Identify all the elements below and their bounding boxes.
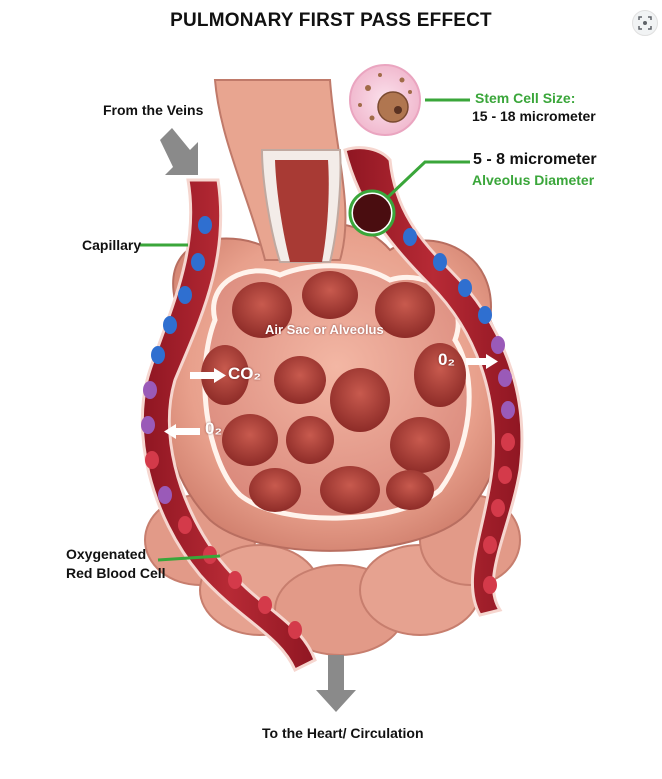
air-sac-label: Air Sac or Alveolus (265, 322, 384, 337)
diagram-title: PULMONARY FIRST PASS EFFECT (170, 10, 492, 31)
vessel-cross-section (351, 192, 393, 234)
gas-exchange-arrows (164, 354, 498, 439)
alveolar-pockets (201, 271, 466, 514)
from-veins-label: From the Veins (103, 102, 204, 118)
o2-right-label: 0₂ (438, 350, 456, 369)
oxygenated-label-line1: Oxygenated (66, 546, 147, 562)
visual-search-icon (638, 16, 652, 30)
alveolus-diameter-value: 5 - 8 micrometer (473, 151, 597, 168)
co2-label: CO₂ (228, 364, 262, 383)
o2-left-label: 0₂ (205, 419, 223, 438)
stem-cell-size-value: 15 - 18 micrometer (472, 108, 596, 124)
visual-search-button[interactable] (632, 10, 658, 36)
stem-cell (349, 64, 421, 136)
callout-lines (140, 98, 470, 562)
red-blood-cells (141, 216, 515, 639)
outgoing-flow-arrow (316, 655, 356, 712)
capillary-label: Capillary (82, 237, 142, 253)
to-heart-label: To the Heart/ Circulation (262, 725, 424, 741)
stem-cell-size-title: Stem Cell Size: (475, 90, 576, 106)
alveolus-diameter-title: Alveolus Diameter (472, 172, 595, 188)
oxygenated-label-line2: Red Blood Cell (66, 565, 166, 581)
incoming-flow-arrow (160, 128, 198, 175)
